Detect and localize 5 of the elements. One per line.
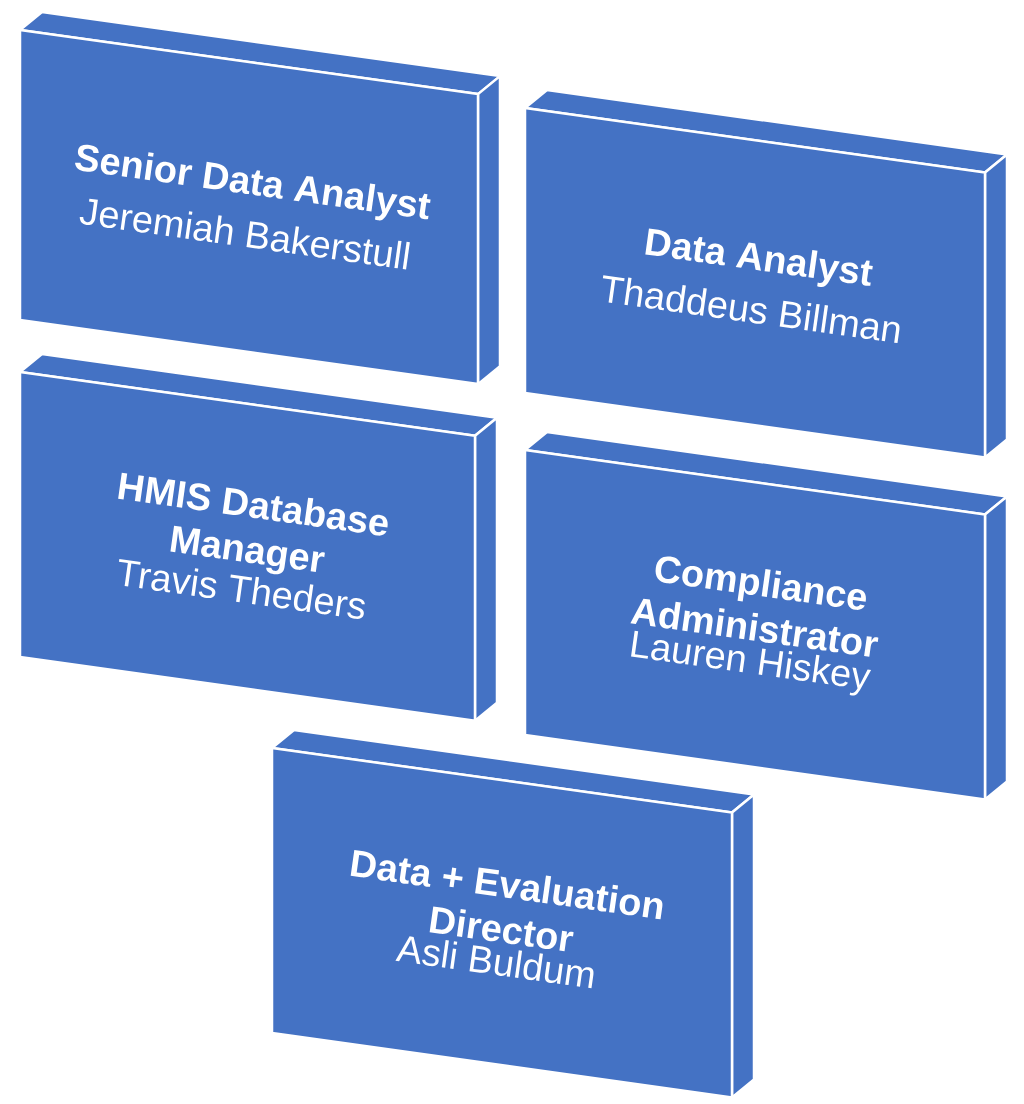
role-block: Data + Evaluation Director Asli Buldum xyxy=(270,728,756,1099)
role-block: Data Analyst Thaddeus Billman xyxy=(523,88,1009,459)
role-block: Compliance Administrator Lauren Hiskey xyxy=(523,430,1009,801)
role-block: HMIS Database Manager Travis Theders xyxy=(18,352,499,722)
role-block: Senior Data Analyst Jeremiah Bakerstull xyxy=(18,10,502,386)
